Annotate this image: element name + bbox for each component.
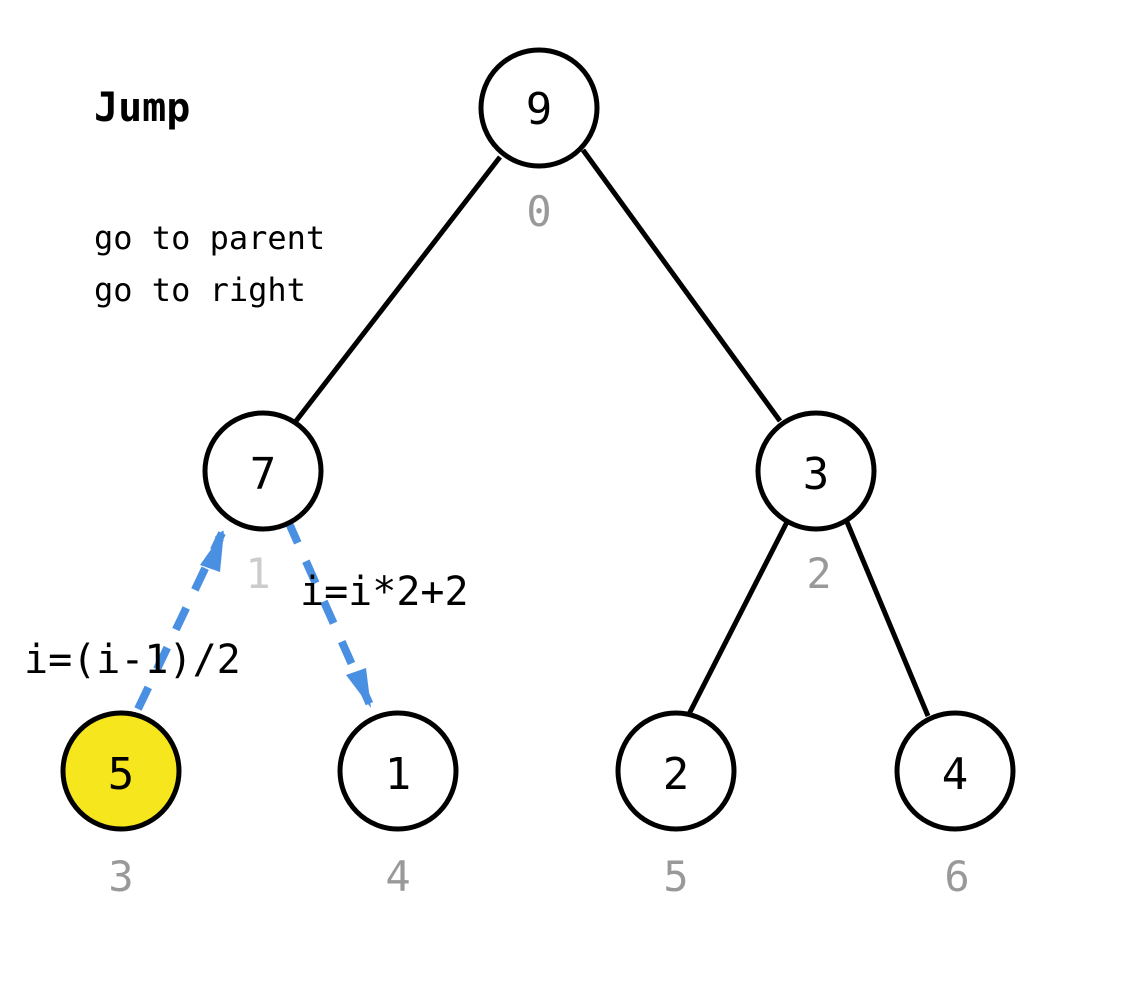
parent-formula: i=(i-1)/2 [24, 637, 241, 683]
node-index: 1 [245, 549, 270, 598]
heap-node-5: 2 5 [615, 710, 737, 901]
node-circle [755, 410, 877, 532]
node-value: 3 [803, 449, 830, 500]
node-value: 9 [526, 84, 553, 135]
node-circle [894, 710, 1016, 832]
arrowhead-to-right-child [346, 668, 371, 708]
jump-arrows [134, 519, 374, 711]
arrow-to-parent [134, 530, 226, 711]
node-value: 4 [942, 749, 969, 800]
node-circle-highlighted [60, 710, 182, 832]
heap-node-1: 7 1 [202, 410, 324, 598]
node-value: 1 [385, 749, 412, 800]
step-go-to-parent: go to parent [94, 219, 325, 257]
node-index: 3 [108, 852, 133, 901]
edge-0-2 [580, 148, 783, 423]
edge-2-5 [685, 520, 790, 718]
arrow-to-right-child [284, 519, 374, 707]
node-circle [478, 47, 600, 169]
right-child-formula: i=i*2+2 [300, 569, 469, 615]
node-value: 5 [108, 749, 135, 800]
node-circle [337, 710, 459, 832]
heap-node-2: 3 2 [755, 410, 877, 598]
step-go-to-right: go to right [94, 271, 306, 309]
heap-node-4: 1 4 [337, 710, 459, 901]
heap-node-0: 9 0 [478, 47, 600, 236]
node-index: 0 [526, 187, 551, 236]
node-value: 7 [250, 449, 277, 500]
node-value: 2 [663, 749, 690, 800]
node-circle [202, 410, 324, 532]
arrowhead-to-parent [200, 531, 224, 572]
node-index: 2 [806, 549, 831, 598]
node-index: 6 [944, 852, 969, 901]
node-index: 4 [385, 852, 410, 901]
node-index: 5 [663, 852, 688, 901]
node-circle [615, 710, 737, 832]
edge-2-6 [844, 521, 931, 717]
edge-0-1 [294, 155, 502, 423]
heap-node-3: 5 3 [60, 710, 182, 901]
tree-edges [294, 148, 931, 718]
heap-node-6: 4 6 [894, 710, 1016, 901]
diagram-title: Jump [94, 85, 190, 131]
